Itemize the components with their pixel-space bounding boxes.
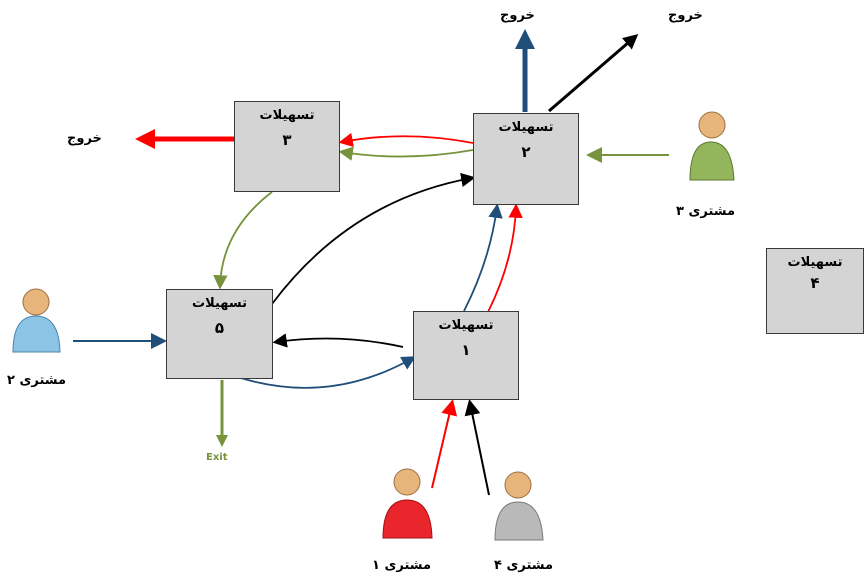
exit-label-bottom: Exit xyxy=(206,452,228,463)
facility-3-box: تسهیلات ۳ xyxy=(234,101,340,192)
facility-3-number: ۳ xyxy=(282,131,292,149)
facility-4-number: ۴ xyxy=(810,274,820,292)
arrow-f1-to-f2-blue xyxy=(463,203,503,312)
customer3-person-icon xyxy=(689,111,735,181)
customer1-person-icon xyxy=(382,468,433,539)
customer4-person-icon xyxy=(494,471,544,541)
facility-1-label: تسهیلات xyxy=(438,318,494,333)
customer-3-label: مشتری ۳ xyxy=(676,204,736,219)
facility-3-label: تسهیلات xyxy=(259,108,315,123)
facility-2-number: ۲ xyxy=(521,143,531,161)
facility-2-label: تسهیلات xyxy=(498,120,554,135)
arrow-customer4-to-f1 xyxy=(464,399,490,496)
exit-label-top-right: خروج xyxy=(668,8,703,23)
facility-4-box: تسهیلات ۴ xyxy=(766,248,864,334)
facility-4-label: تسهیلات xyxy=(787,255,843,270)
arrow-f5-to-f2-black xyxy=(271,172,476,305)
facility-2-box: تسهیلات ۲ xyxy=(473,113,579,205)
facility-5-box: تسهیلات ۵ xyxy=(166,289,273,379)
arrow-f2-to-f3-green xyxy=(338,146,474,161)
facility-1-box: تسهیلات ۱ xyxy=(413,311,519,400)
facility-5-label: تسهیلات xyxy=(192,296,247,311)
arrow-f2-to-f3-red xyxy=(338,132,474,148)
facility-5-number: ۵ xyxy=(214,319,225,337)
exit-label-left: خروج xyxy=(67,131,102,146)
arrow-customer1-to-f1 xyxy=(431,399,458,489)
customer-4-label: مشتری ۴ xyxy=(494,558,554,573)
arrow-exit-f2-black xyxy=(548,34,639,113)
customer-1-label: مشتری ۱ xyxy=(372,558,432,573)
arrow-f1-to-f5-black xyxy=(272,333,404,348)
arrow-f5-to-f1-blue xyxy=(240,356,417,389)
arrow-f3-to-f5-green xyxy=(213,191,273,290)
customer2-person-icon xyxy=(12,288,61,353)
exit-label-top-left: خروج xyxy=(500,8,535,23)
customer-2-label: مشتری ۲ xyxy=(7,373,67,388)
facility-1-number: ۱ xyxy=(461,341,471,359)
arrow-f1-to-f2-red xyxy=(487,203,523,313)
